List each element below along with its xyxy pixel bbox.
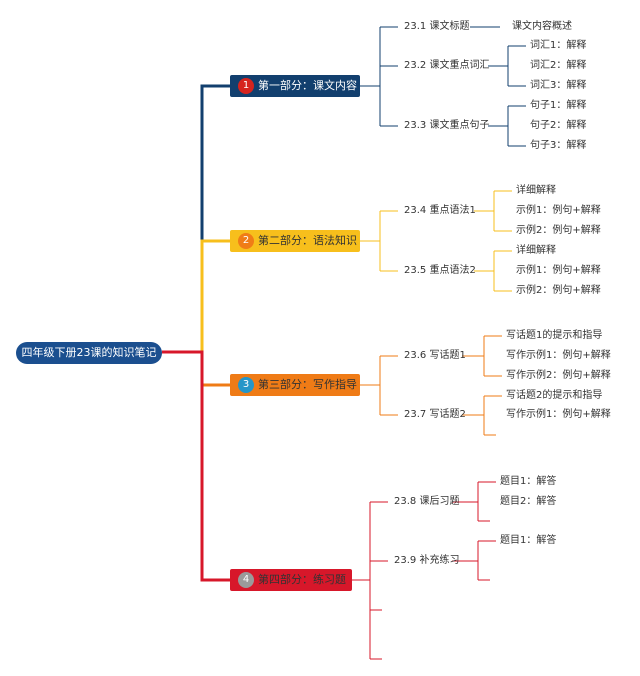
- leaf-node[interactable]: 词汇1：解释: [530, 40, 587, 51]
- root-branch-1: [162, 84, 230, 354]
- topic-node-23-6[interactable]: 23.6 写话题1: [404, 350, 466, 361]
- leaf-node[interactable]: 示例1：例句+解释: [516, 205, 601, 216]
- leaf-node[interactable]: 写作示例2：例句+解释: [506, 370, 611, 381]
- root-branch-2: [162, 239, 230, 354]
- number-badge-2: 2: [238, 233, 254, 249]
- leaf-node[interactable]: 详细解释: [516, 185, 556, 196]
- section-label-2: 第二部分：语法知识: [258, 234, 357, 247]
- root-node[interactable]: 四年级下册23课的知识笔记: [16, 342, 162, 364]
- number-badge-4: 4: [238, 572, 254, 588]
- root-branch-4: [162, 350, 230, 582]
- section-label-4: 第四部分：练习题: [258, 573, 346, 586]
- leaf-node[interactable]: 词汇2：解释: [530, 60, 587, 71]
- leaf-node[interactable]: 课文内容概述: [512, 21, 572, 32]
- leaf-node[interactable]: 写话题1的提示和指导: [506, 330, 603, 341]
- topic-node-23-4[interactable]: 23.4 重点语法1: [404, 205, 476, 216]
- section-label-3: 第三部分：写作指导: [258, 378, 357, 391]
- section-node-1[interactable]: 1 第一部分：课文内容: [230, 75, 360, 97]
- leaf-node[interactable]: 句子1：解释: [530, 100, 587, 111]
- leaf-node[interactable]: 题目1：解答: [500, 535, 557, 546]
- section-node-3[interactable]: 3 第三部分：写作指导: [230, 374, 360, 396]
- leaf-node[interactable]: 写话题2的提示和指导: [506, 390, 603, 401]
- leaf-node[interactable]: 词汇3：解释: [530, 80, 587, 91]
- leaf-node[interactable]: 写作示例1：例句+解释: [506, 409, 611, 420]
- leaf-node[interactable]: 句子3：解释: [530, 140, 587, 151]
- leaf-node[interactable]: 示例2：例句+解释: [516, 225, 601, 236]
- topic-node-23-9[interactable]: 23.9 补充练习: [394, 555, 460, 566]
- leaf-node[interactable]: 题目1：解答: [500, 476, 557, 487]
- leaf-node[interactable]: 句子2：解释: [530, 120, 587, 131]
- leaf-node[interactable]: 详细解释: [516, 245, 556, 256]
- topic-node-23-1[interactable]: 23.1 课文标题: [404, 21, 470, 32]
- topic-node-23-7[interactable]: 23.7 写话题2: [404, 409, 466, 420]
- leaf-node[interactable]: 写作示例1：例句+解释: [506, 350, 611, 361]
- section-node-2[interactable]: 2 第二部分：语法知识: [230, 230, 360, 252]
- leaf-node[interactable]: 示例2：例句+解释: [516, 285, 601, 296]
- section-node-4[interactable]: 4 第四部分：练习题: [230, 569, 352, 591]
- root-branch-3: [162, 350, 230, 387]
- leaf-node[interactable]: 题目2：解答: [500, 496, 557, 507]
- topic-node-23-8[interactable]: 23.8 课后习题: [394, 496, 460, 507]
- number-badge-3: 3: [238, 377, 254, 393]
- leaf-node[interactable]: 示例1：例句+解释: [516, 265, 601, 276]
- section-label-1: 第一部分：课文内容: [258, 79, 357, 92]
- number-badge-1: 1: [238, 78, 254, 94]
- topic-node-23-5[interactable]: 23.5 重点语法2: [404, 265, 476, 276]
- topic-node-23-2[interactable]: 23.2 课文重点词汇: [404, 60, 490, 71]
- topic-node-23-3[interactable]: 23.3 课文重点句子: [404, 120, 490, 131]
